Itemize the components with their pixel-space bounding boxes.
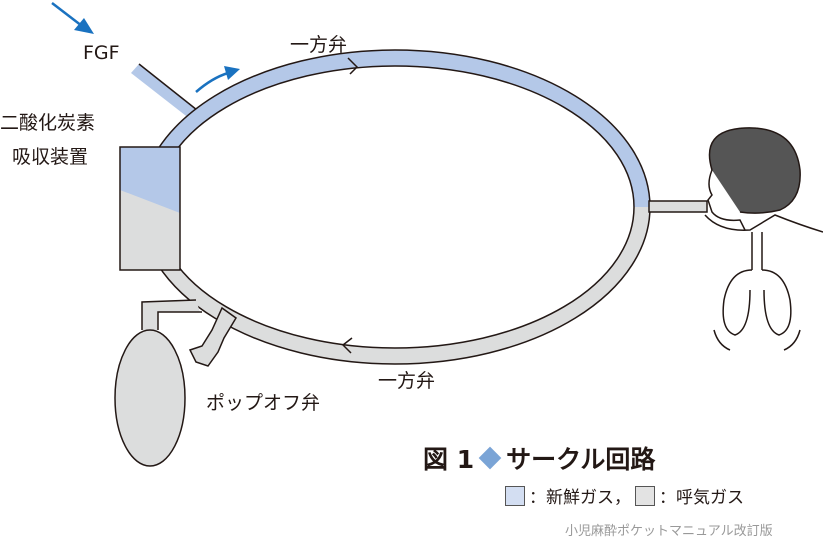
figure-title: 図 1 サークル回路 xyxy=(423,440,655,476)
diamond-icon xyxy=(478,446,502,470)
co2-absorber-label-line2: 吸収装置 xyxy=(12,146,89,168)
figure-number: 図 1 xyxy=(423,445,475,474)
figure-title-text: サークル回路 xyxy=(506,445,656,474)
legend-label-exhaled: ：呼気ガス xyxy=(659,488,744,508)
reservoir-bag xyxy=(114,299,202,467)
valve-top-label: 一方弁 xyxy=(290,34,348,56)
co2-absorber-label-line1: 二酸化炭素 xyxy=(0,112,96,134)
popoff-valve-icon xyxy=(188,306,237,367)
breathing-circuit-ring xyxy=(139,49,651,365)
patient-icon xyxy=(704,127,823,351)
popoff-valve-label: ポップオフ弁 xyxy=(206,392,321,414)
patient-tube xyxy=(648,200,708,213)
one-way-valve-top xyxy=(347,57,359,75)
legend-swatch-fresh xyxy=(505,485,525,506)
valve-bottom-label: 一方弁 xyxy=(378,370,436,392)
fgf-arrow-icon xyxy=(51,2,94,34)
co2-absorber xyxy=(119,146,181,271)
one-way-valve-bottom xyxy=(341,337,353,354)
legend-label-fresh: ：新鮮ガス， xyxy=(529,488,631,508)
fgf-inlet-tube xyxy=(131,63,198,119)
legend-swatch-exhaled xyxy=(635,485,655,506)
source-credit: 小児麻酔ポケットマニュアル改訂版 xyxy=(565,524,773,539)
flow-direction-arrow-icon xyxy=(195,66,240,93)
fgf-label: FGF xyxy=(83,42,120,64)
legend: ：新鮮ガス， ：呼気ガス xyxy=(505,483,744,508)
